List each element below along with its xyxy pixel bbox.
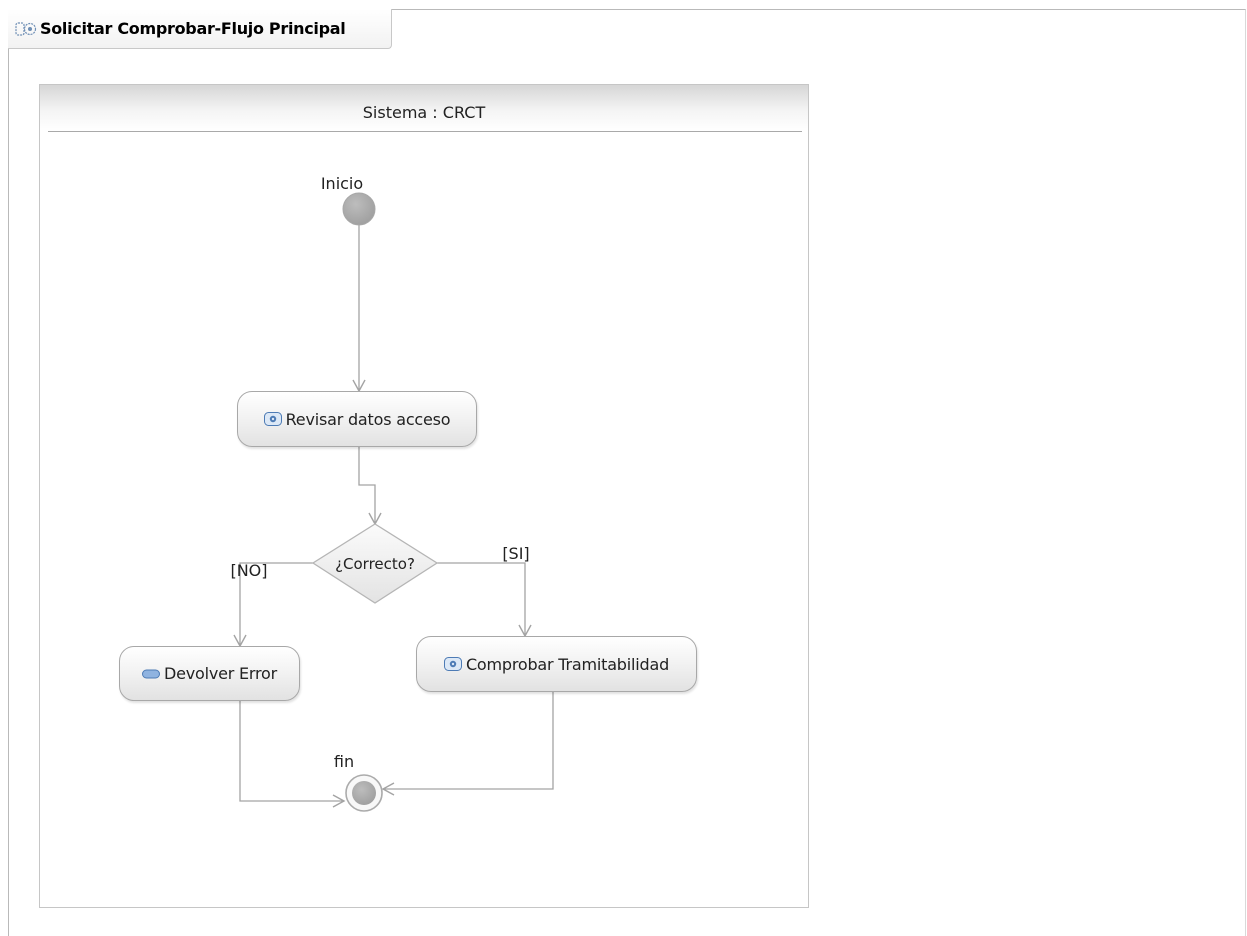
partition-title: Sistema : CRCT: [362, 103, 486, 122]
action-label: Comprobar Tramitabilidad: [465, 654, 670, 674]
partition-divider: [48, 131, 802, 132]
action-label: Devolver Error: [163, 664, 278, 683]
decision-node-label: ¿Correcto?: [335, 555, 415, 573]
action-label: Revisar datos acceso: [285, 409, 451, 429]
guard-no-label: [NO]: [230, 561, 267, 580]
opaque-action-icon: [141, 669, 160, 678]
diagram-editor-frame: [8, 9, 1246, 936]
edge-decision-si[interactable]: [437, 562, 532, 638]
call-behavior-action-icon: [263, 412, 282, 426]
action-comprobar-tramitabilidad[interactable]: Comprobar Tramitabilidad: [416, 636, 697, 692]
edge-comprobar-to-fin[interactable]: [381, 692, 554, 796]
final-node-label: fin: [334, 752, 354, 771]
action-devolver-error[interactable]: Devolver Error: [119, 646, 300, 701]
final-node-inner: [352, 781, 376, 805]
initial-node[interactable]: [342, 192, 376, 226]
guard-si-label: [SI]: [502, 544, 529, 563]
edge-revisar-to-decision[interactable]: [358, 447, 382, 526]
call-behavior-action-icon: [443, 657, 462, 671]
swimlane-partition[interactable]: Sistema : CRCT: [39, 84, 809, 908]
edge-decision-no[interactable]: [233, 562, 313, 648]
activity-diagram-icon: [15, 21, 37, 36]
action-revisar-datos-acceso[interactable]: Revisar datos acceso: [237, 391, 477, 447]
diagram-tab[interactable]: Solicitar Comprobar-Flujo Principal: [8, 9, 392, 49]
decision-node[interactable]: [311, 523, 439, 604]
partition-header: [40, 85, 808, 131]
initial-node-label: Inicio: [321, 174, 363, 193]
edge-devolver-to-fin[interactable]: [239, 701, 346, 808]
diagram-title: Solicitar Comprobar-Flujo Principal: [40, 19, 346, 38]
